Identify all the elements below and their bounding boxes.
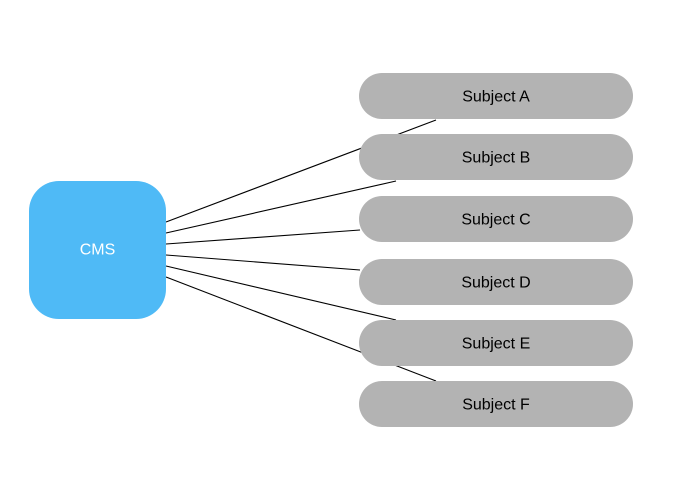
cms-node-label: CMS (80, 242, 116, 259)
subject-a-node: Subject A (359, 73, 633, 119)
subject-a-label: Subject A (462, 89, 530, 106)
subject-c-label: Subject C (461, 212, 530, 229)
subject-b-node: Subject B (359, 134, 633, 180)
cms-node: CMS (29, 181, 166, 319)
edge-cms-to-subject-c (165, 229, 361, 245)
cms-node-box (29, 181, 166, 319)
subject-f-node: Subject F (359, 381, 633, 427)
subject-a-box (359, 73, 633, 119)
subject-f-box (359, 381, 633, 427)
subject-d-box (359, 259, 633, 305)
subject-e-label: Subject E (462, 336, 530, 353)
subject-d-node: Subject D (359, 259, 633, 305)
subject-b-box (359, 134, 633, 180)
edge-cms-to-subject-b (165, 180, 397, 234)
edge-cms-to-subject-e (165, 265, 397, 321)
edge-cms-to-subject-d (165, 254, 361, 271)
subject-d-label: Subject D (461, 275, 530, 292)
subject-nodes: Subject A Subject B Subject C Subject D Subj… (359, 73, 633, 427)
subject-b-label: Subject B (462, 150, 530, 167)
subject-e-box (359, 320, 633, 366)
subject-c-node: Subject C (359, 196, 633, 242)
subject-f-label: Subject F (462, 397, 530, 414)
subject-c-box (359, 196, 633, 242)
subject-e-node: Subject E (359, 320, 633, 366)
